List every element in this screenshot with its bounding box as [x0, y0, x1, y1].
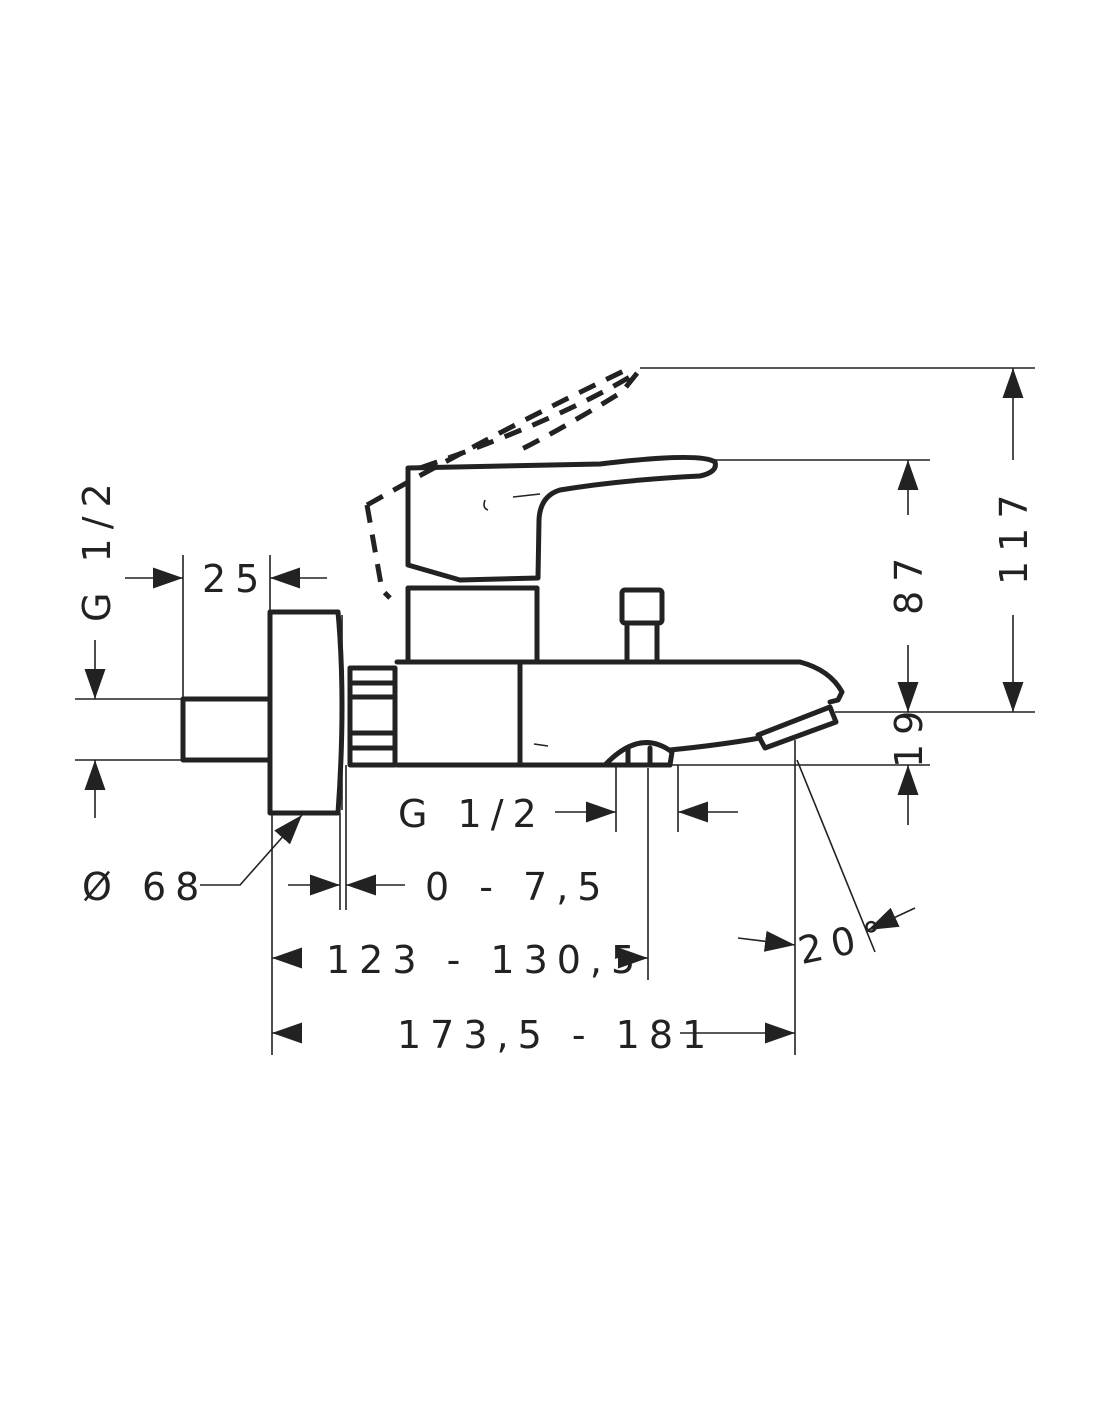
mixer-outline	[180, 365, 845, 816]
label-outlet-thread: G 1/2	[398, 792, 546, 836]
dimension-lines	[75, 367, 1035, 1055]
label-lever-height: 87	[887, 549, 931, 615]
label-spout-height: 19	[887, 702, 931, 768]
aerator	[755, 704, 839, 751]
diverter-knob	[619, 587, 665, 665]
label-inlet-length: 25	[202, 557, 268, 601]
dimension-labels: G 1/2 25 Ø 68 0 - 7,5 G 1/2 123 - 130,5 …	[75, 474, 1036, 1057]
mixer-body	[394, 659, 845, 768]
label-outlet-distance: 123 - 130,5	[326, 938, 644, 982]
lever-handle	[405, 454, 718, 583]
label-inlet-thread: G 1/2	[75, 474, 119, 622]
outlet-connection	[602, 740, 675, 768]
wall-rosette	[267, 609, 345, 816]
label-lever-open-height: 117	[992, 485, 1036, 585]
label-offset-range: 0 - 7,5	[425, 865, 610, 909]
label-total-projection: 173,5 - 181	[397, 1013, 715, 1057]
label-rosette-diameter: Ø 68	[82, 865, 208, 909]
connection-nut	[347, 665, 398, 768]
inlet-pipe-stub	[180, 696, 273, 763]
cartridge-housing	[405, 585, 540, 665]
label-spout-angle: 20°	[794, 910, 895, 973]
lever-open-outline	[364, 504, 392, 600]
